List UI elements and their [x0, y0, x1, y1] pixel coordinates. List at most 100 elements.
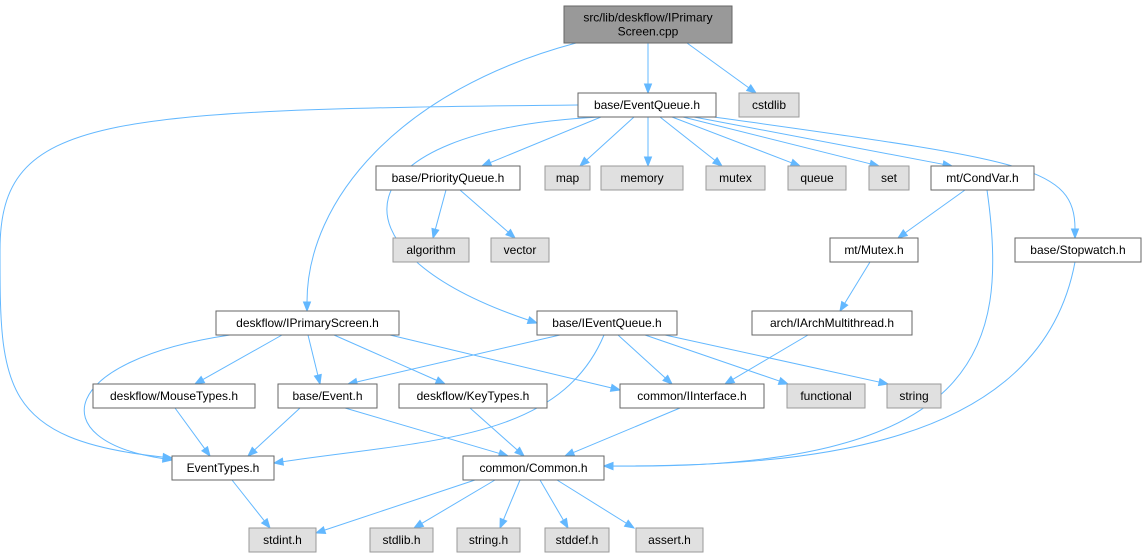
- edge-line: [459, 189, 509, 233]
- node-mousetypes[interactable]: deskflow/MouseTypes.h: [92, 383, 256, 409]
- edge-eventqueue-to-mutex: [659, 116, 724, 167]
- node-stddef: stddef.h: [544, 527, 610, 553]
- node-box: [829, 237, 919, 263]
- edge-line: [307, 334, 319, 376]
- edge-eventqueue-to-ieventqueue: [386, 116, 601, 324]
- edge-iinterface-to-common: [563, 407, 681, 457]
- arrowhead-icon: [662, 374, 674, 385]
- node-label: map: [556, 171, 580, 185]
- arrowhead-icon: [260, 517, 271, 530]
- arrowhead-icon: [412, 519, 425, 529]
- edge-ipscreen-to-iinterface: [389, 334, 622, 392]
- node-cstdlib: cstdlib: [738, 92, 800, 118]
- edge-line: [586, 116, 635, 161]
- arrowhead-icon: [431, 227, 440, 240]
- arrowhead-icon: [161, 454, 174, 463]
- arrowhead-icon: [193, 375, 206, 385]
- arrowhead-icon: [434, 376, 447, 385]
- arrowhead-icon: [505, 228, 517, 239]
- edge-line: [174, 407, 206, 450]
- node-box: [544, 527, 610, 553]
- arrowhead-icon: [499, 517, 508, 530]
- edge-line: [421, 479, 496, 524]
- node-label: base/IEventQueue.h: [552, 316, 661, 330]
- node-root: src/lib/deskflow/IPrimaryScreen.cpp: [563, 5, 733, 44]
- edge-line: [539, 479, 564, 521]
- edge-line: [732, 334, 809, 380]
- arrowhead-icon: [314, 525, 327, 535]
- node-label: deskflow/MouseTypes.h: [110, 389, 238, 403]
- edge-mousetypes-to-eventtypes: [174, 407, 211, 458]
- edge-ieventqueue-to-iinterface: [617, 334, 674, 385]
- node-label: base/EventQueue.h: [594, 98, 700, 112]
- edge-common-to-stdlib: [412, 479, 496, 529]
- nodes-layer: src/lib/deskflow/IPrimaryScreen.cpp base/…: [92, 5, 1142, 553]
- edge-eventqueue-to-map: [578, 116, 635, 167]
- node-box: [398, 383, 548, 409]
- node-ipscreen[interactable]: deskflow/IPrimaryScreen.h: [215, 310, 400, 336]
- node-box: [456, 527, 521, 553]
- node-label: arch/IArchMultithread.h: [770, 316, 894, 330]
- edge-line: [659, 116, 716, 161]
- node-common[interactable]: common/Common.h: [462, 455, 605, 481]
- node-keytypes[interactable]: deskflow/KeyTypes.h: [398, 383, 548, 409]
- edge-line: [282, 334, 605, 463]
- node-box: [930, 165, 1035, 191]
- node-event[interactable]: base/Event.h: [277, 383, 378, 409]
- arrowhead-icon: [514, 446, 526, 457]
- edge-stopwatch-to-common: [602, 261, 1076, 471]
- node-memory: memory: [600, 165, 684, 191]
- edge-line: [671, 116, 792, 164]
- edge-line: [503, 479, 521, 520]
- edge-ieventqueue-to-event: [346, 334, 561, 386]
- node-iarch[interactable]: arch/IArchMultithread.h: [751, 310, 913, 336]
- edge-pq-to-vector: [459, 189, 517, 239]
- edge-line: [231, 479, 265, 522]
- edge-line: [490, 116, 602, 164]
- node-box: [544, 165, 591, 191]
- edge-ieventqueue-to-string: [664, 334, 890, 387]
- edge-ipscreen-to-eventtypes: [83, 334, 231, 463]
- edge-eventqueue-to-condvar: [693, 116, 954, 169]
- edge-line: [612, 189, 994, 467]
- node-condvar[interactable]: mt/CondVar.h: [930, 165, 1035, 191]
- edge-event-to-eventtypes: [246, 407, 301, 457]
- node-box: [248, 527, 317, 553]
- node-label: src/lib/deskflow/IPrimary: [583, 11, 712, 25]
- edge-root-to-eventqueue: [643, 43, 653, 95]
- node-label: base/PriorityQueue.h: [392, 171, 505, 185]
- arrowhead-icon: [272, 457, 285, 466]
- edge-line: [434, 189, 447, 230]
- edge-line: [202, 334, 283, 381]
- node-iinterface[interactable]: common/IInterface.h: [619, 383, 765, 409]
- edge-line: [324, 479, 476, 531]
- arrowhead-icon: [480, 158, 493, 167]
- node-pq[interactable]: base/PriorityQueue.h: [375, 165, 521, 191]
- arrowhead-icon: [745, 83, 758, 94]
- arrowhead-icon: [602, 461, 614, 471]
- node-box: [1014, 237, 1142, 263]
- edge-common-to-stddef: [539, 479, 569, 530]
- edge-keytypes-to-common: [469, 407, 526, 457]
- arrowhead-icon: [896, 229, 909, 239]
- node-label: string: [899, 389, 928, 403]
- node-mutex: mutex: [705, 165, 766, 191]
- node-label: base/Stopwatch.h: [1030, 243, 1125, 257]
- edge-line: [713, 116, 1076, 230]
- node-label: common/IInterface.h: [637, 389, 746, 403]
- node-label: EventTypes.h: [187, 461, 260, 475]
- node-label: stddef.h: [556, 533, 599, 547]
- node-label: memory: [620, 171, 663, 185]
- node-stdint: stdint.h: [248, 527, 317, 553]
- node-mtmutex[interactable]: mt/Mutex.h: [829, 237, 919, 263]
- node-box: [490, 237, 550, 263]
- node-eventqueue[interactable]: base/EventQueue.h: [577, 92, 717, 118]
- node-label: common/Common.h: [479, 461, 587, 475]
- node-ieventqueue[interactable]: base/IEventQueue.h: [536, 310, 678, 336]
- node-box: [171, 455, 275, 481]
- node-label: stdint.h: [263, 533, 302, 547]
- node-stopwatch[interactable]: base/Stopwatch.h: [1014, 237, 1142, 263]
- arrowhead-icon: [302, 301, 312, 313]
- node-eventtypes[interactable]: EventTypes.h: [171, 455, 275, 481]
- edge-line: [644, 334, 780, 382]
